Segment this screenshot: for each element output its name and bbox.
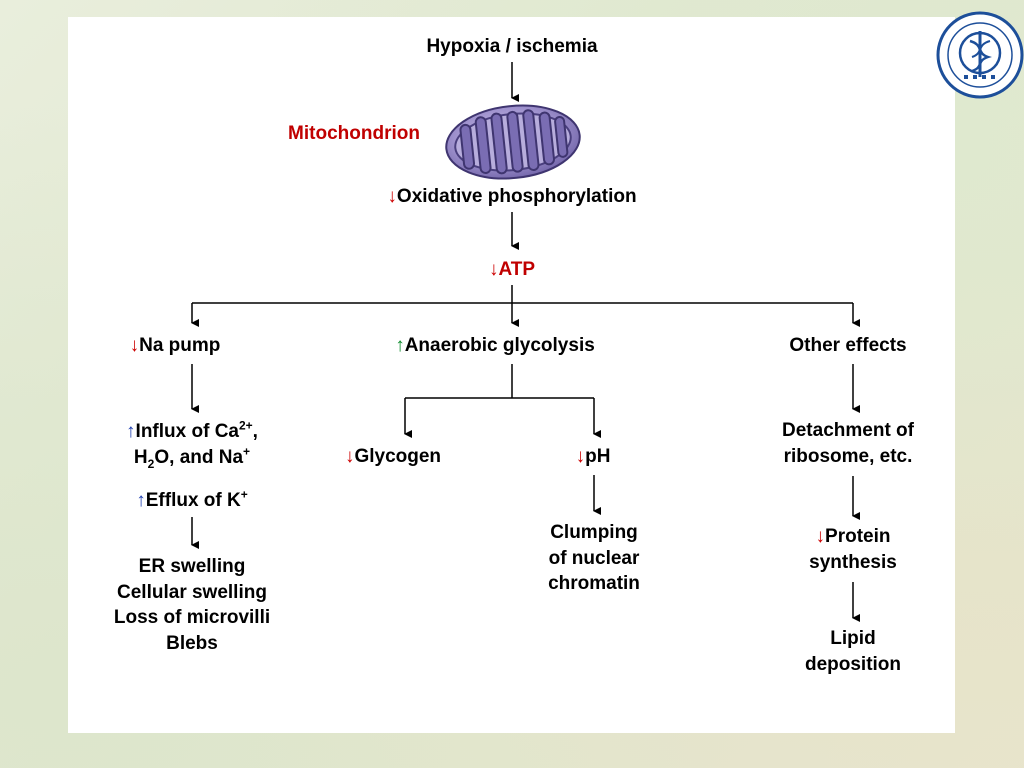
increase-arrow-icon: ↑ [136,490,146,511]
increase-arrow-icon: ↑ [126,421,136,442]
efflux-label: Efflux of K [145,490,241,511]
influx-line-1: ↑Influx of Ca2+, [126,419,258,445]
clumping-line-1: Clumping [550,522,638,543]
oxphos-label: Oxidative phosphorylation [396,186,637,207]
node-mitochondrion-label: Mitochondrion [288,121,420,147]
node-glycogen: ↓Glycogen [345,444,441,470]
atp-label: ATP [498,259,536,280]
detachment-line-2: ribosome, etc. [783,445,913,467]
decrease-arrow-icon: ↓ [129,335,140,356]
mitochondrion-icon [445,104,581,180]
influx-comma: , [252,421,258,442]
clumping-line-2: of nuclear [548,547,640,569]
glycogen-label: Glycogen [354,446,442,467]
h2-subscript: 2 [147,456,155,471]
k-charge: + [240,487,248,502]
clumping-line-3: chromatin [548,573,640,595]
decrease-arrow-icon: ↓ [815,526,826,547]
influx-text: Influx of Ca [135,421,239,442]
detachment-line-1: Detachment of [782,420,914,441]
protein-label: Protein [825,526,891,547]
decrease-arrow-icon: ↓ [387,186,397,207]
decrease-arrow-icon: ↓ [575,446,586,467]
mitochondrion-label: Mitochondrion [288,123,420,144]
node-anaerobic-glycolysis: ↑Anaerobic glycolysis [395,333,595,359]
decrease-arrow-icon: ↓ [344,446,355,467]
lipid-line-2: deposition [804,653,902,675]
anaerobic-label: Anaerobic glycolysis [404,335,595,356]
na-pump-label: Na pump [139,335,221,356]
loss-microvilli-label: Loss of microvilli [113,607,271,629]
increase-arrow-icon: ↑ [395,335,405,356]
node-influx: ↑Influx of Ca2+, H2O, and Na+ [126,419,258,470]
node-detachment: Detachment of ribosome, etc. [782,418,914,469]
protein-line-2: synthesis [809,551,897,573]
node-efflux: ↑Efflux of K+ [136,488,248,514]
blebs-label: Blebs [166,632,218,654]
node-na-pump: ↓Na pump [130,333,221,359]
other-effects-label: Other effects [789,335,907,356]
lipid-line-1: Lipid [830,628,876,649]
node-oxidative-phosphorylation: ↓Oxidative phosphorylation [387,184,636,210]
node-ph: ↓pH [576,444,611,470]
node-other-effects: Other effects [789,333,906,359]
cellular-swelling-label: Cellular swelling [117,581,267,603]
university-seal-logo-icon [936,11,1024,99]
node-atp: ↓ATP [489,257,535,283]
na-charge: + [243,444,251,459]
node-clumping: Clumping of nuclear chromatin [548,520,640,597]
ph-label: pH [585,446,611,467]
node-protein-synthesis: ↓Protein synthesis [809,524,897,575]
influx-line-2: H2O, and Na+ [126,445,258,471]
protein-line-1: ↓Protein [809,524,897,550]
hypoxia-label: Hypoxia / ischemia [426,36,598,57]
node-hypoxia-ischemia: Hypoxia / ischemia [426,34,597,60]
ca-charge: 2+ [238,418,253,433]
influx-text-2: O, and Na [154,446,244,468]
er-swelling-label: ER swelling [138,556,246,577]
decrease-arrow-icon: ↓ [488,259,499,280]
h-symbol: H [133,446,148,468]
node-lipid-deposition: Lipid deposition [805,626,901,677]
node-er-swelling-group: ER swelling Cellular swelling Loss of mi… [114,554,270,657]
